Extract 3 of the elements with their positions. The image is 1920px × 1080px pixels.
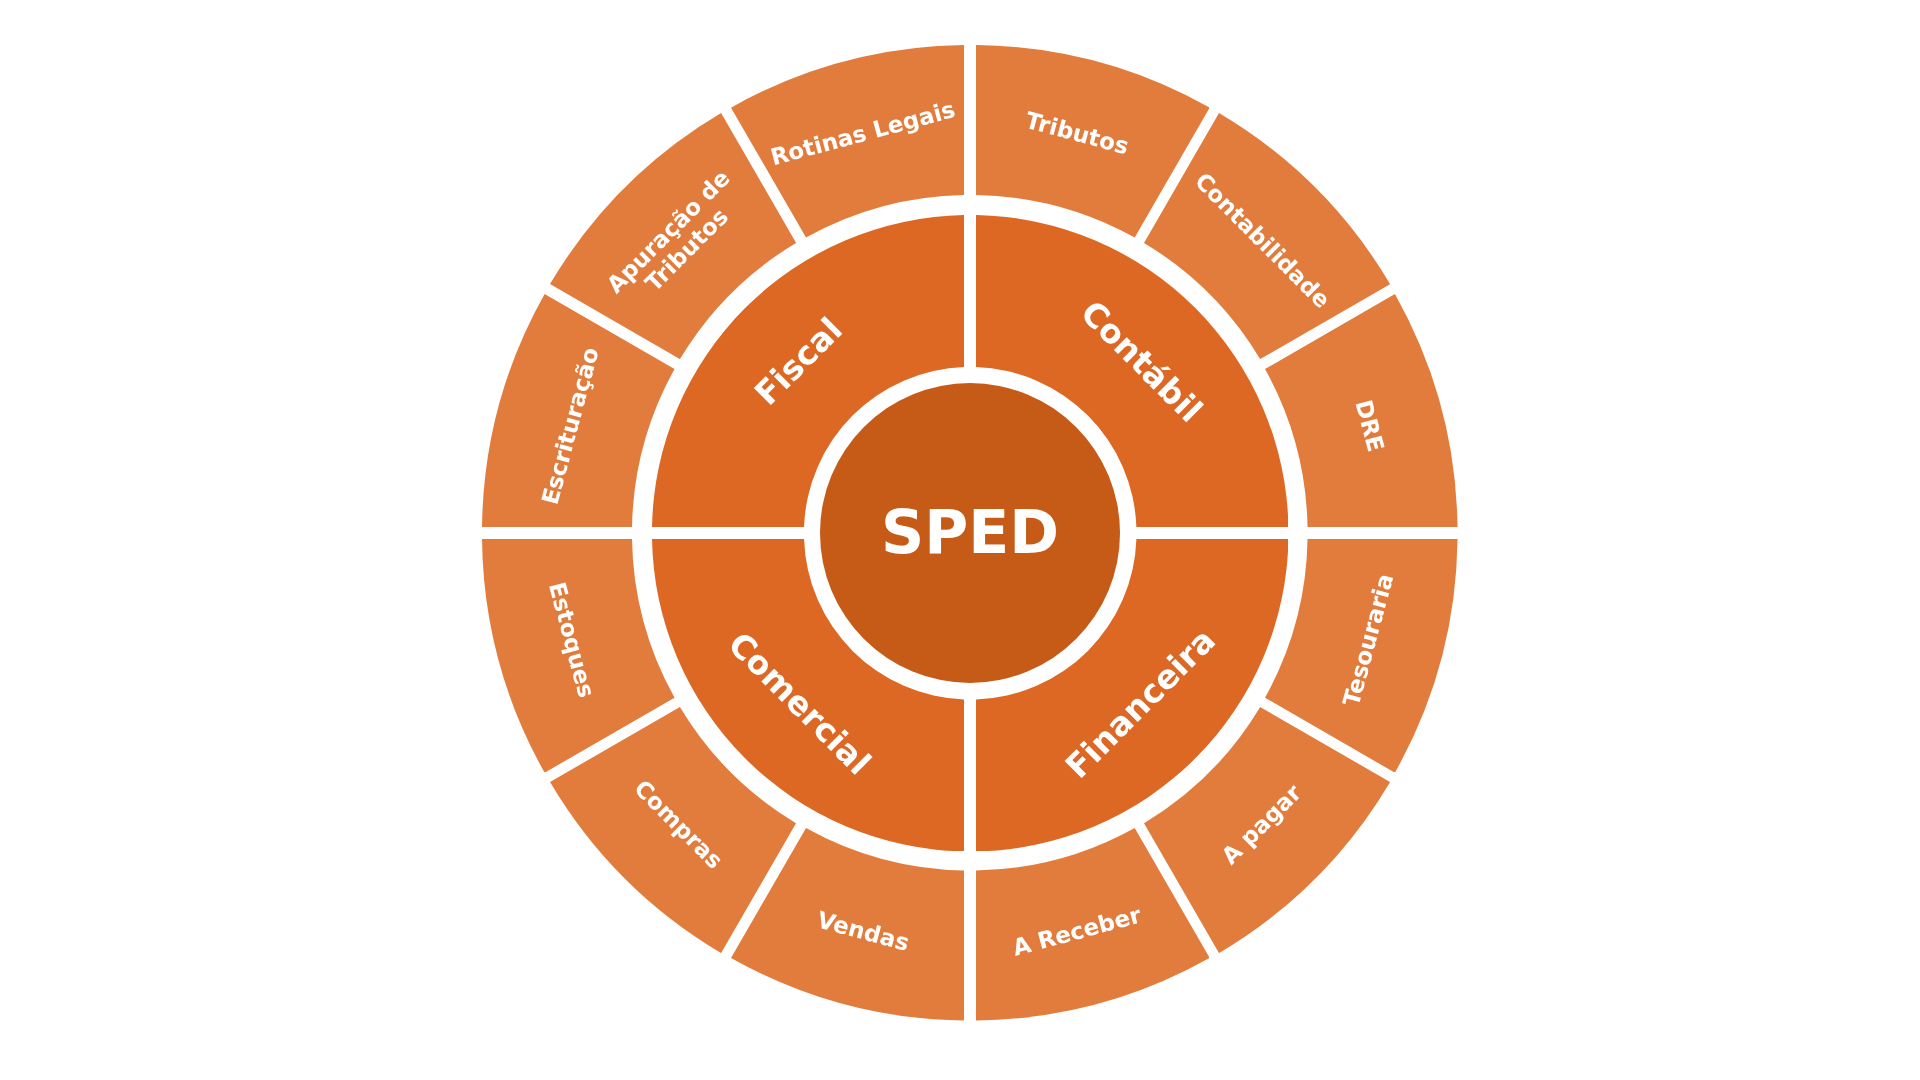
subcategory-label: Rotinas Legais	[768, 97, 959, 172]
subcategory-label: DRE	[1349, 397, 1389, 455]
hub-label: SPED	[881, 499, 1059, 567]
